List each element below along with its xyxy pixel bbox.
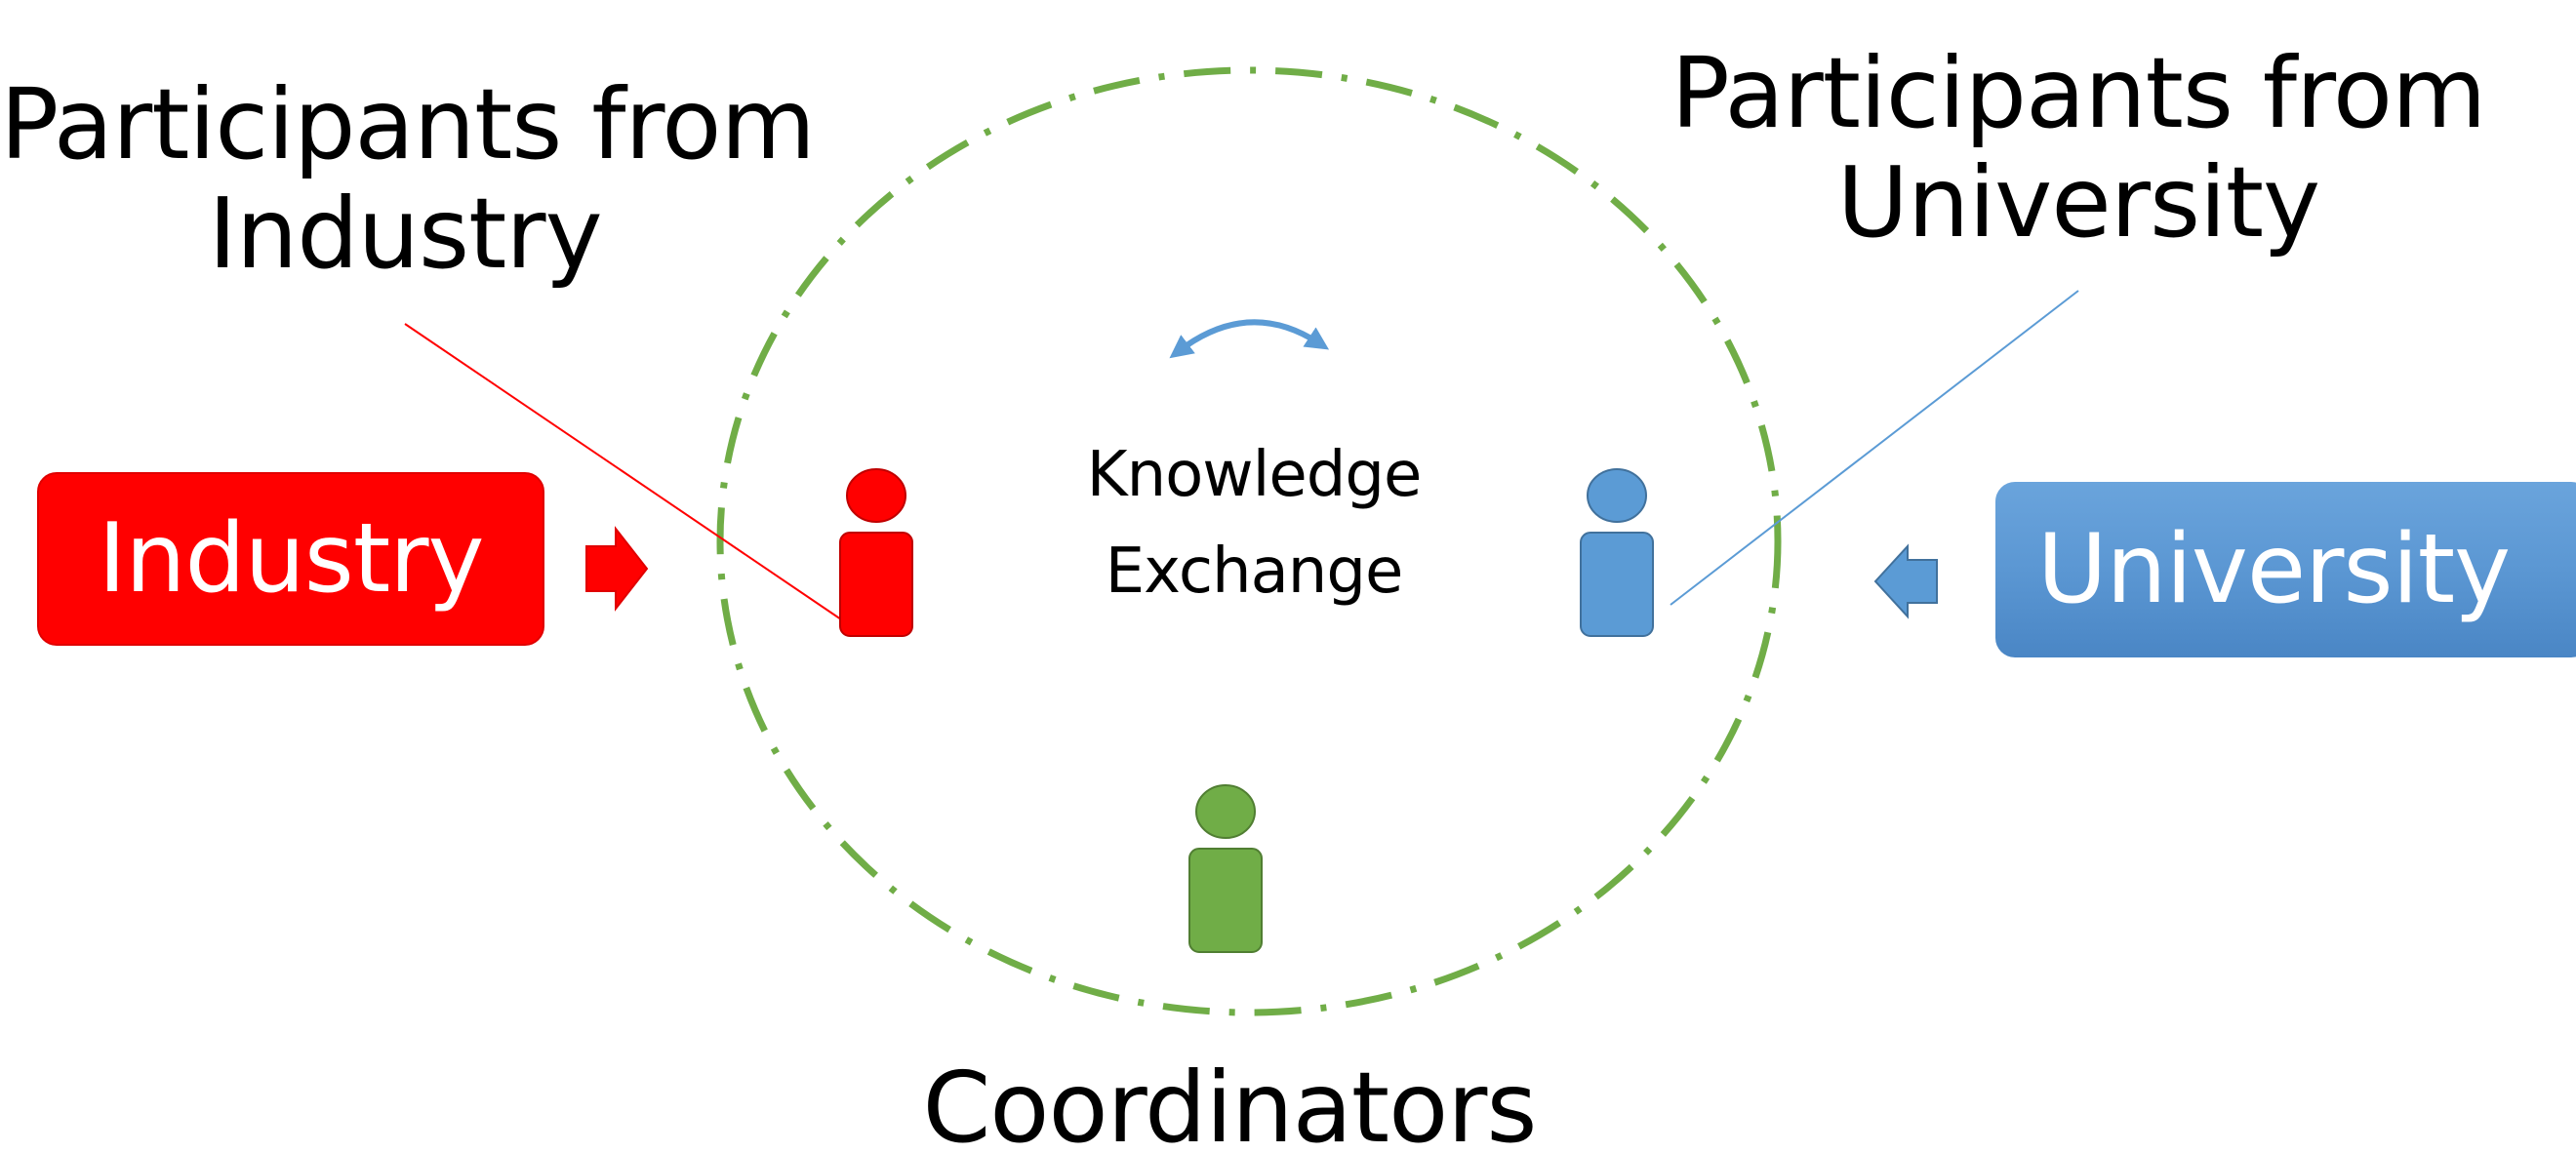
participants-university-line1: Participants from [1670,36,2487,150]
industry-box-label: Industry [98,503,484,615]
participants-from-industry-label: Participants from Industry [0,67,816,291]
participants-industry-line2: Industry [208,177,602,291]
university-box: University [1995,482,2576,657]
coordinators-label: Coordinators [922,1051,1537,1153]
double-headed-curved-arrow-icon [1169,319,1330,359]
industry-leader-line [404,323,842,620]
exchange-circle [716,66,1782,1016]
knowledge-line1: Knowledge [1086,439,1423,511]
participants-from-university-label: Participants from University [1659,39,2498,258]
participants-industry-line1: Participants from [0,67,816,181]
university-leader-line [1670,290,2079,606]
arrow-right-icon [585,526,649,612]
knowledge-exchange-label: Knowledge Exchange [1054,427,1454,620]
participants-university-line2: University [1836,145,2320,259]
university-box-label: University [2036,514,2511,625]
person-icon [839,468,913,637]
person-icon [1188,784,1263,953]
person-icon [1580,468,1654,637]
industry-box: Industry [37,472,544,646]
knowledge-line2: Exchange [1105,536,1404,609]
arrow-left-icon [1873,543,1938,619]
